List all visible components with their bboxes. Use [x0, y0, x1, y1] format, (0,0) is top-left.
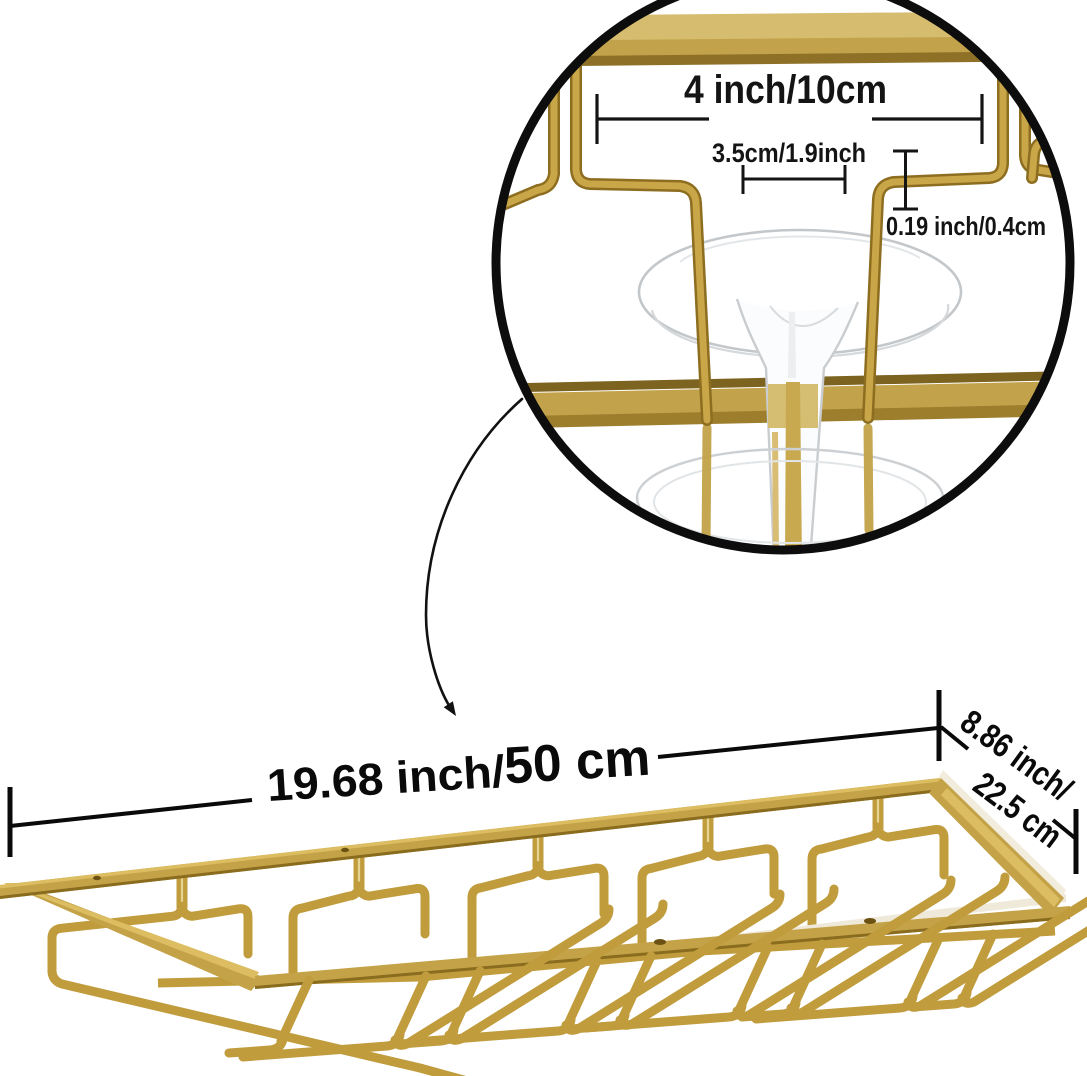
- svg-text:3.5cm/1.9inch: 3.5cm/1.9inch: [712, 138, 866, 168]
- svg-text:50 cm: 50 cm: [503, 729, 652, 796]
- svg-text:4 inch/10cm: 4 inch/10cm: [684, 68, 887, 112]
- svg-text:0.19 inch/0.4cm: 0.19 inch/0.4cm: [886, 211, 1046, 241]
- svg-text:19.68 inch/: 19.68 inch/: [265, 746, 506, 811]
